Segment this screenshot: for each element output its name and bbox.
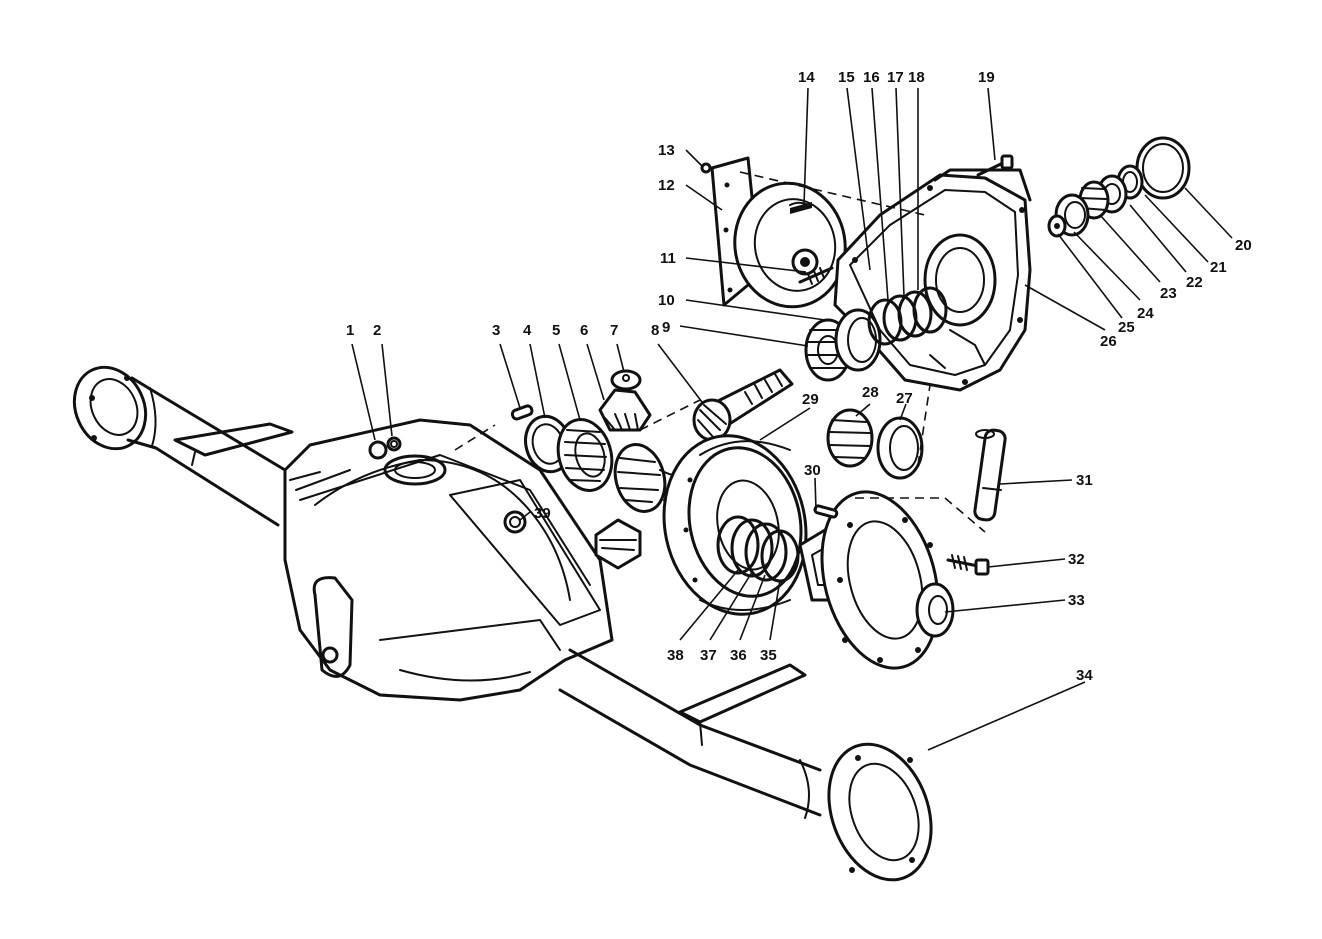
differential-casing — [283, 418, 614, 702]
pinion-spacer — [610, 369, 642, 391]
label-38: 38 — [667, 647, 684, 664]
label-13: 13 — [658, 142, 675, 159]
carrier-bolt — [946, 554, 990, 576]
label-19: 19 — [978, 69, 995, 86]
label-29: 29 — [802, 391, 819, 408]
dowel-pin — [510, 404, 534, 421]
label-32: 32 — [1068, 551, 1085, 568]
differential-carrier — [798, 490, 955, 670]
left-axle-flange — [72, 365, 148, 451]
taper-roller-bearing — [826, 408, 874, 468]
label-2: 2 — [373, 322, 381, 339]
label-4: 4 — [523, 322, 532, 339]
label-15: 15 — [838, 69, 855, 86]
label-24: 24 — [1137, 305, 1154, 322]
crown-wheel — [662, 434, 808, 616]
label-1: 1 — [346, 322, 354, 339]
bearing-cup — [876, 416, 924, 480]
label-35: 35 — [760, 647, 777, 664]
label-11: 11 — [660, 250, 676, 267]
label-9: 9 — [662, 319, 670, 336]
label-28: 28 — [862, 384, 879, 401]
label-23: 23 — [1160, 285, 1177, 302]
label-34: 34 — [1076, 667, 1093, 684]
assembly-lines — [454, 171, 986, 533]
cover-screw — [700, 162, 712, 174]
label-6: 6 — [580, 322, 588, 339]
label-12: 12 — [658, 177, 675, 194]
axle-housing — [72, 365, 933, 882]
right-axle-flange — [827, 742, 933, 882]
label-27: 27 — [896, 390, 913, 407]
housing-bolt — [976, 154, 1014, 177]
diff-pinion-lower — [594, 518, 642, 570]
pinion-nut — [1047, 214, 1067, 238]
drive-pinion — [692, 368, 794, 442]
label-5: 5 — [552, 322, 560, 339]
label-18: 18 — [908, 69, 925, 86]
level-plug — [798, 266, 834, 285]
label-16: 16 — [863, 69, 880, 86]
label-10: 10 — [658, 292, 675, 309]
side-gear — [556, 418, 614, 492]
drain-plug-and-washer — [368, 436, 402, 460]
label-7: 7 — [610, 322, 618, 339]
label-30: 30 — [804, 462, 821, 479]
label-8: 8 — [651, 322, 659, 339]
part-labels: 1 2 3 4 5 6 7 8 9 10 11 12 13 14 15 16 1… — [346, 69, 1252, 684]
planet-pinion — [598, 388, 652, 432]
label-26: 26 — [1100, 333, 1117, 350]
leader-lines — [351, 87, 1233, 751]
dust-cover — [1135, 136, 1191, 200]
label-17: 17 — [887, 69, 904, 86]
differential-shims — [716, 515, 800, 583]
lock-pin — [813, 504, 839, 519]
pinion-shims — [867, 286, 948, 346]
label-39: 39 — [534, 505, 551, 522]
label-22: 22 — [1186, 274, 1203, 291]
cross-shaft — [973, 428, 1007, 522]
breather-plug — [503, 510, 527, 534]
label-25: 25 — [1118, 319, 1135, 336]
pinion-bearing-cup — [834, 308, 882, 372]
label-21: 21 — [1210, 259, 1227, 276]
label-36: 36 — [730, 647, 747, 664]
label-3: 3 — [492, 322, 500, 339]
label-20: 20 — [1235, 237, 1252, 254]
label-14: 14 — [798, 69, 815, 86]
label-33: 33 — [1068, 592, 1085, 609]
label-31: 31 — [1076, 472, 1093, 489]
label-37: 37 — [700, 647, 717, 664]
